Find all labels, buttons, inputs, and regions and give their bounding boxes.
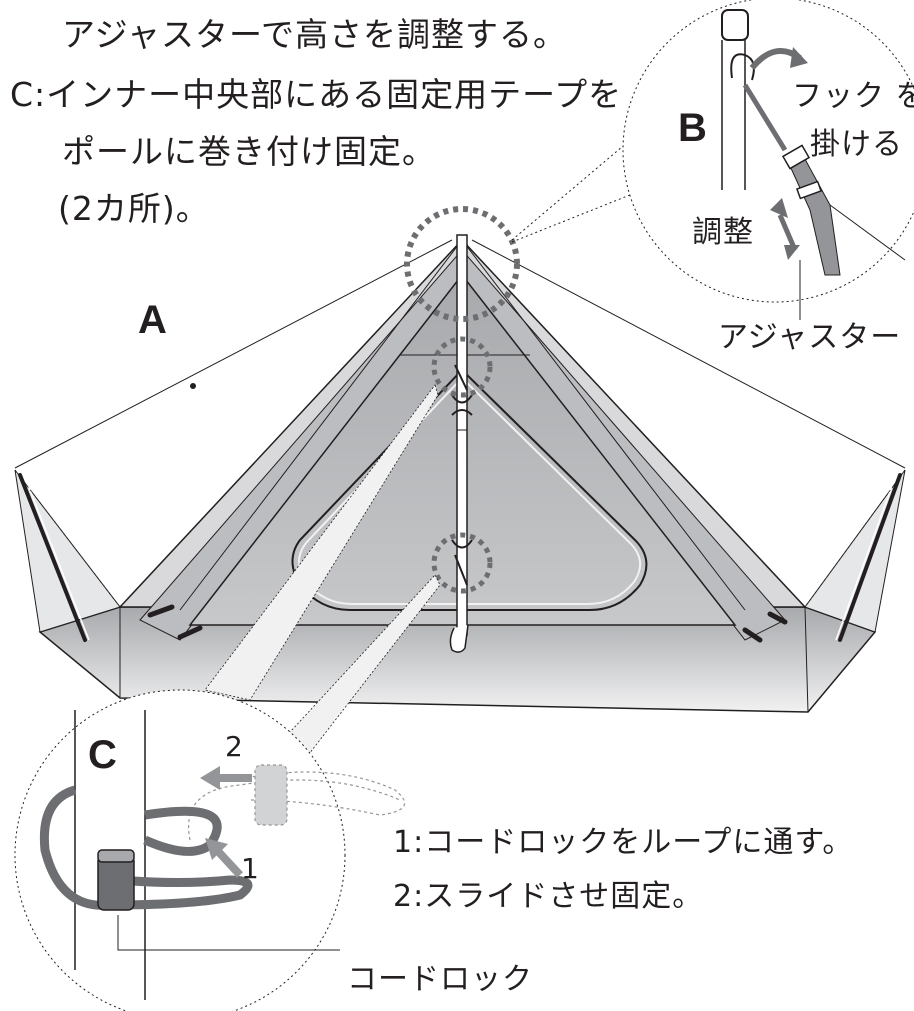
step-1-text: 1:コードロックをループに通す。 [393, 825, 854, 860]
guy-line-a [14, 239, 453, 469]
detail-b-marker [404, 206, 520, 322]
detail-c-marker-upper [431, 336, 493, 398]
hook-label-line1: フック を [792, 79, 914, 114]
step-2-text: 2:スライドさせ固定。 [393, 879, 704, 914]
cord-lock-label: コードロック [347, 962, 533, 997]
tent-right-wing [804, 469, 906, 633]
adjust-label: 調整 [692, 215, 754, 250]
detail-c-marker-lower [431, 532, 493, 594]
detail-b [622, 0, 914, 320]
label-c: C [88, 733, 117, 777]
tent-left-wing [14, 469, 121, 633]
label-b: B [678, 106, 707, 150]
adjuster-label: アジャスター [718, 320, 902, 355]
step-1-number: 1 [241, 852, 260, 885]
instruction-line-1: アジャスターで高さを調整する。 [62, 15, 568, 54]
label-a: A [138, 298, 167, 342]
instruction-line-3: ポールに巻き付け固定。 [62, 132, 436, 171]
step-2-number: 2 [225, 730, 244, 763]
instruction-line-4: (2カ所)。 [58, 189, 210, 228]
detail-c [14, 689, 406, 1011]
instruction-line-2: C:インナー中央部にある固定用テープを [10, 75, 623, 114]
hook-label-line2: 掛ける [810, 127, 903, 162]
cord-lock [97, 854, 135, 911]
